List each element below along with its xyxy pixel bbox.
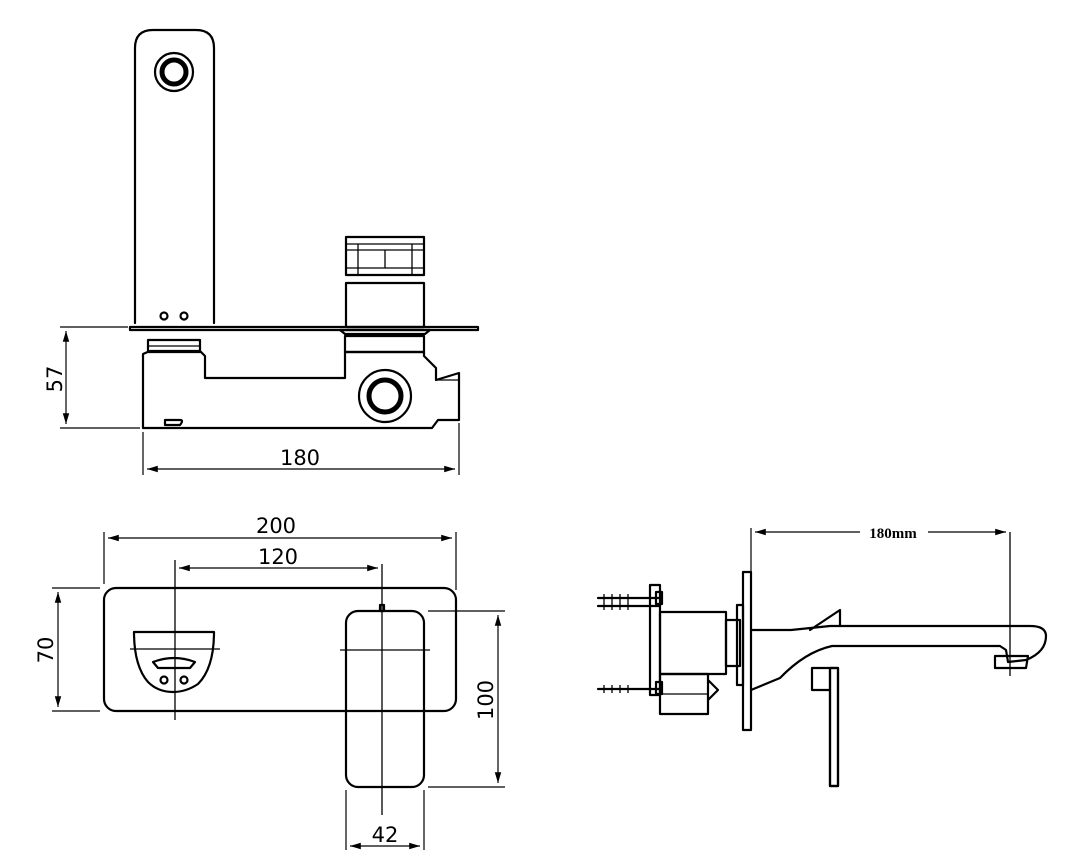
lever-handle bbox=[344, 609, 426, 789]
spout-outlet bbox=[132, 630, 216, 694]
flange-collar bbox=[338, 328, 432, 336]
cartridge-port bbox=[343, 334, 426, 354]
aerator-inner bbox=[159, 57, 189, 87]
dim-label-200: 200 bbox=[256, 514, 296, 538]
top-view: 57 180 bbox=[43, 28, 480, 475]
dim-label-57: 57 bbox=[43, 366, 67, 393]
lever-top-cap bbox=[378, 603, 386, 613]
spout-aerator bbox=[151, 656, 197, 670]
side-body bbox=[658, 610, 728, 676]
outlet-port-inner bbox=[366, 377, 404, 415]
front-plate bbox=[102, 586, 458, 713]
handle-stem bbox=[344, 281, 426, 329]
outlet-port-outer bbox=[357, 368, 413, 424]
dim-label-180mm: 180mm bbox=[869, 526, 917, 542]
side-wall-plate bbox=[741, 570, 753, 732]
body-slot bbox=[163, 418, 184, 427]
side-lever bbox=[810, 666, 840, 788]
dim-label-180: 180 bbox=[280, 446, 320, 470]
front-view: 200 120 70 100 42 bbox=[34, 514, 505, 850]
spout-outline bbox=[133, 28, 216, 325]
side-view: 180mm bbox=[596, 522, 1048, 788]
aerator-outer bbox=[153, 51, 195, 93]
side-spout bbox=[749, 624, 1048, 692]
dim-label-42: 42 bbox=[372, 823, 399, 847]
handle-cap bbox=[344, 235, 426, 277]
dim-label-120: 120 bbox=[258, 545, 298, 569]
valve-body bbox=[141, 349, 461, 430]
dim-label-70: 70 bbox=[34, 637, 58, 664]
screw-hole-left bbox=[159, 311, 169, 321]
dim-label-100: 100 bbox=[474, 680, 498, 720]
screw-hole-right bbox=[179, 311, 189, 321]
mounting-rods bbox=[596, 583, 664, 697]
